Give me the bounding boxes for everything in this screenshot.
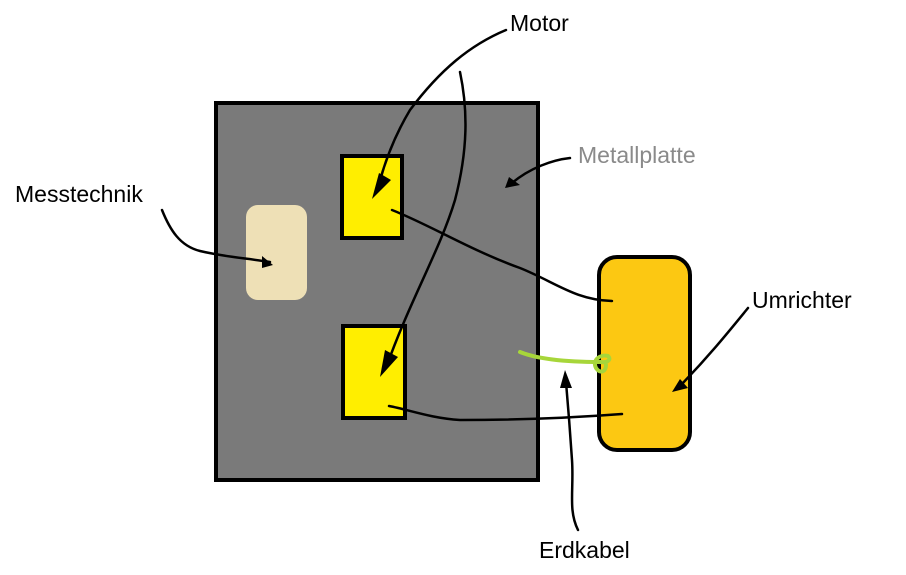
messtechnik-pointer-arrowhead bbox=[262, 256, 273, 268]
label-motor: Motor bbox=[510, 10, 569, 36]
messtechnik-pointer bbox=[160, 208, 272, 264]
label-erdkabel: Erdkabel bbox=[539, 537, 630, 563]
motor-box-lower bbox=[341, 324, 407, 420]
cable-lower-motor-to-umrichter bbox=[387, 404, 624, 422]
messtechnik-box bbox=[246, 205, 307, 300]
motor-pointer-upper bbox=[376, 28, 508, 190]
motor-pointer-upper-arrowhead bbox=[372, 173, 391, 199]
motor-pointer-lower-arrowhead bbox=[380, 350, 398, 377]
label-messtechnik: Messtechnik bbox=[15, 181, 143, 207]
umrichter-pointer bbox=[678, 306, 750, 388]
cable-upper-motor-to-umrichter bbox=[390, 208, 614, 303]
motor-pointer-lower bbox=[384, 70, 467, 370]
ground-wire bbox=[518, 350, 612, 374]
motor-box-upper bbox=[340, 154, 404, 240]
erdkabel-pointer bbox=[564, 380, 580, 532]
umrichter-box bbox=[597, 255, 692, 452]
metallplatte-pointer-arrowhead bbox=[505, 177, 520, 188]
metallplatte-pointer bbox=[510, 156, 572, 185]
label-metallplatte: Metallplatte bbox=[578, 142, 696, 168]
label-umrichter: Umrichter bbox=[752, 287, 852, 313]
umrichter-pointer-arrowhead bbox=[672, 379, 688, 392]
erdkabel-pointer-arrowhead bbox=[560, 370, 572, 388]
